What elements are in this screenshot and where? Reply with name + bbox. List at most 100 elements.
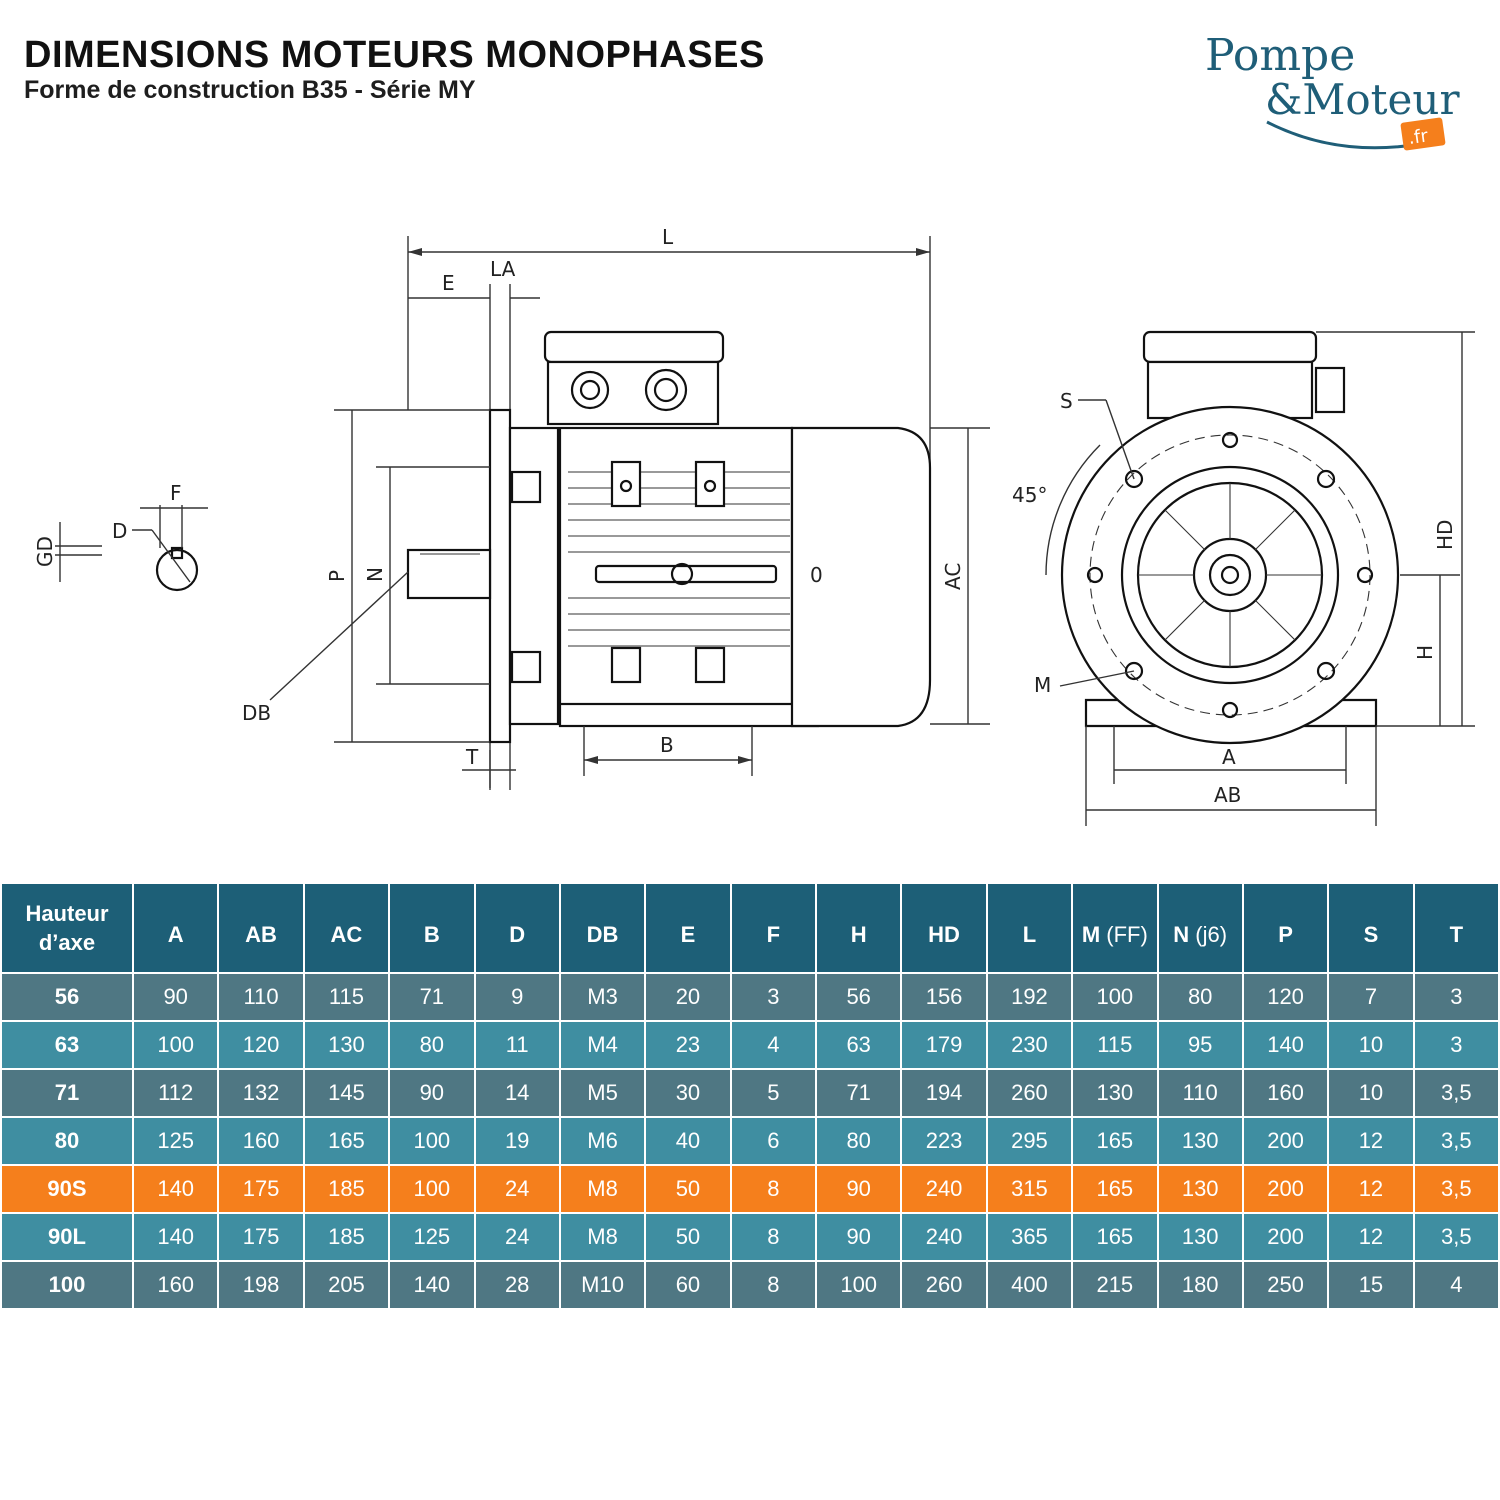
table-cell: 194 [900,1068,988,1118]
table-cell: 400 [985,1260,1074,1310]
column-header-e: E [644,882,732,974]
column-header-t: T [1412,882,1500,974]
table-cell: 160 [1241,1068,1330,1118]
table-cell: 130 [1156,1164,1244,1214]
column-header-n: N (j6) [1156,882,1244,974]
table-cell: 130 [1156,1212,1244,1262]
label-T: T [465,745,479,769]
page-title: DIMENSIONS MOTEURS MONOPHASES [24,34,765,76]
table-cell: 3 [729,972,818,1022]
table-cell: M8 [558,1212,647,1262]
table-cell: 156 [900,972,988,1022]
row-key-cell: 90S [0,1164,134,1214]
table-cell: 100 [388,1116,476,1166]
table-cell: 3,5 [1412,1116,1500,1166]
table-cell: 315 [985,1164,1074,1214]
column-header-ab: AB [217,882,305,974]
table-cell: 125 [131,1116,220,1166]
shaft-key-detail: F D GD [33,481,208,592]
table-cell: 250 [1241,1260,1330,1310]
table-cell: 8 [729,1164,818,1214]
table-cell: M3 [558,972,647,1022]
motor-technical-drawing: F D GD L E LA [33,225,1475,826]
table-cell: 12 [1327,1212,1415,1262]
table-cell: 165 [1071,1164,1159,1214]
row-key-cell: 71 [0,1068,134,1118]
table-cell: 19 [473,1116,561,1166]
table-cell: 140 [131,1164,220,1214]
table-cell: 10 [1327,1068,1415,1118]
table-cell: 14 [473,1068,561,1118]
table-cell: M6 [558,1116,647,1166]
table-cell: 365 [985,1212,1074,1262]
table-cell: 200 [1241,1212,1330,1262]
table-cell: 215 [1071,1260,1159,1310]
column-header-m: M (FF) [1071,882,1159,974]
column-header-d: D [473,882,561,974]
table-cell: 24 [473,1212,561,1262]
label-HD: HD [1433,520,1457,550]
table-cell: M5 [558,1068,647,1118]
table-cell: 115 [302,972,391,1022]
table-cell: 3,5 [1412,1068,1500,1118]
table-cell: 90 [388,1068,476,1118]
flange-holes [1086,431,1374,719]
column-header-ac: AC [302,882,391,974]
table-cell: 12 [1327,1116,1415,1166]
row-key-cell: 56 [0,972,134,1022]
table-cell: 205 [302,1260,391,1310]
table-cell: 165 [302,1116,391,1166]
label-F: F [170,481,182,505]
column-header-b: B [388,882,476,974]
table-cell: 71 [814,1068,903,1118]
column-header-hd: HD [900,882,988,974]
table-cell: 80 [814,1116,903,1166]
column-header-f: F [729,882,818,974]
table-cell: 56 [814,972,903,1022]
table-cell: 140 [131,1212,220,1262]
table-cell: 130 [302,1020,391,1070]
table-cell: 100 [388,1164,476,1214]
table-cell: 28 [473,1260,561,1310]
table-cell: 130 [1071,1068,1159,1118]
table-cell: M8 [558,1164,647,1214]
table-cell: 40 [644,1116,732,1166]
table-cell: 132 [217,1068,305,1118]
table-cell: 120 [1241,972,1330,1022]
side-view: L E LA [242,225,990,790]
logo-tld: .fr [1407,125,1430,149]
table-cell: 3 [1412,972,1500,1022]
table-cell: 145 [302,1068,391,1118]
label-GD: GD [33,536,57,567]
table-cell: 130 [1156,1116,1244,1166]
label-P: P [325,570,349,582]
row-key-cell: 100 [0,1260,134,1310]
table-cell: 165 [1071,1116,1159,1166]
table-cell: 90 [814,1212,903,1262]
row-key-cell: 80 [0,1116,134,1166]
table-cell: 8 [729,1212,818,1262]
table-cell: 5 [729,1068,818,1118]
table-cell: 185 [302,1164,391,1214]
table-cell: 20 [644,972,732,1022]
cooling-fins [568,471,790,647]
table-cell: 100 [131,1020,220,1070]
table-cell: 192 [985,972,1074,1022]
column-header-s: S [1327,882,1415,974]
column-header-p: P [1241,882,1330,974]
table-cell: M10 [558,1260,647,1310]
table-cell: 112 [131,1068,220,1118]
table-cell: 9 [473,972,561,1022]
table-cell: 11 [473,1020,561,1070]
column-header-db: DB [558,882,647,974]
table-cell: 260 [985,1068,1074,1118]
table-cell: 50 [644,1212,732,1262]
table-cell: 3,5 [1412,1212,1500,1262]
table-cell: 240 [900,1212,988,1262]
